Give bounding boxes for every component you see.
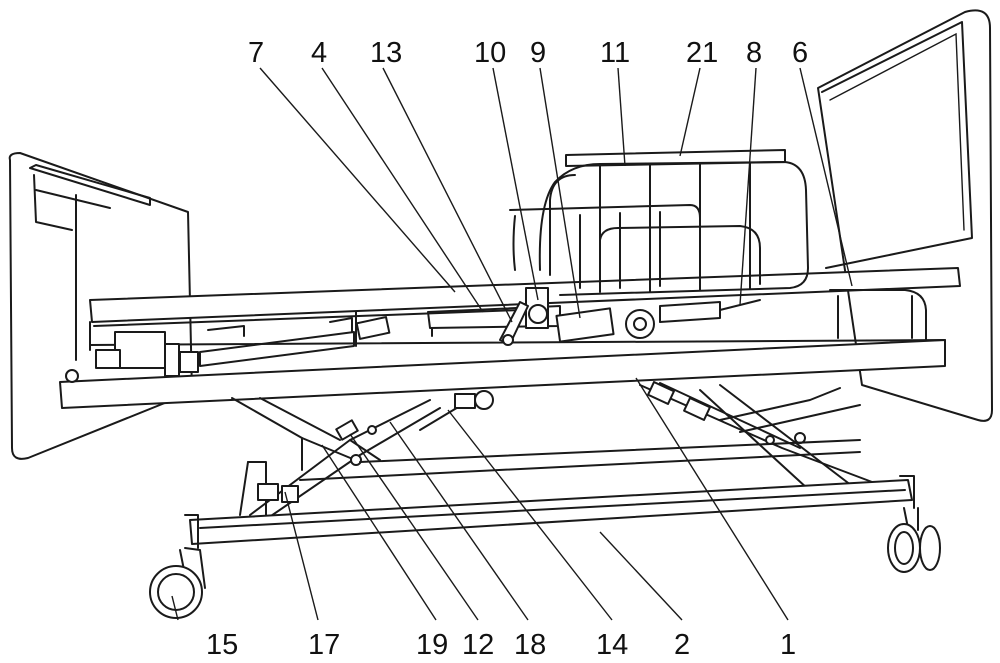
label-7: 7 (248, 37, 264, 69)
caster-rear-right (887, 507, 941, 573)
label-4: 4 (311, 37, 327, 69)
label-19: 19 (416, 629, 448, 661)
main-frame (59, 311, 946, 409)
side-rail (509, 149, 809, 296)
label-2: 2 (674, 629, 690, 661)
label-9: 9 (530, 37, 546, 69)
label-12: 12 (462, 629, 494, 661)
label-14: 14 (596, 629, 628, 661)
label-10: 10 (474, 37, 506, 69)
label-11: 11 (600, 37, 630, 69)
lifting-mechanism-mid (499, 287, 761, 346)
leader-lines (171, 67, 853, 621)
label-15: 15 (206, 629, 238, 661)
head-rail (829, 289, 927, 341)
label-17: 17 (308, 629, 340, 661)
label-8: 8 (746, 37, 762, 69)
label-1: 1 (780, 629, 796, 661)
label-13: 13 (370, 37, 402, 69)
label-21: 21 (686, 37, 718, 69)
labels-bottom: 15 17 19 12 18 14 2 1 (206, 629, 796, 661)
labels-top: 7 4 13 10 9 11 21 8 6 (248, 37, 808, 69)
base-frame (184, 439, 915, 549)
label-6: 6 (792, 37, 808, 69)
scissor-lift (231, 381, 889, 519)
label-18: 18 (514, 629, 546, 661)
caster-front-left (149, 547, 206, 619)
headboard-right (817, 9, 993, 422)
actuator-assembly-left (65, 316, 391, 383)
